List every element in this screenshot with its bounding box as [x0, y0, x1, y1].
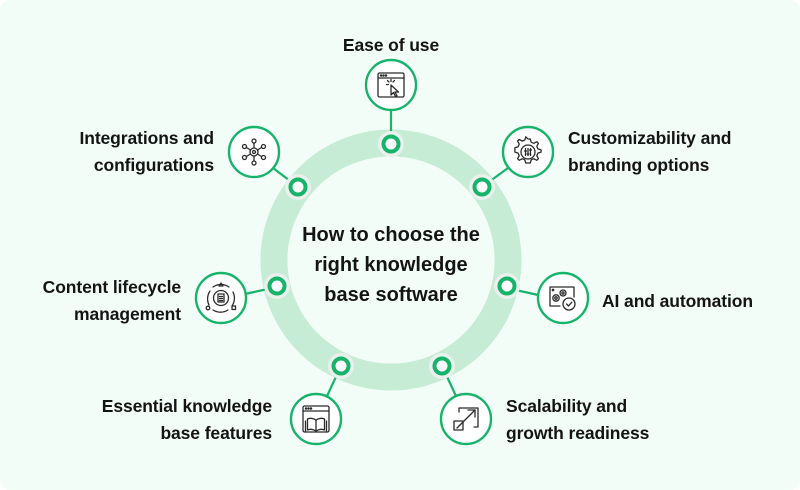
dot-integrations — [285, 174, 311, 200]
gears-check-icon — [549, 286, 576, 311]
dot-custom — [469, 174, 495, 200]
label-integrations: Integrations and configurations — [79, 125, 214, 179]
label-essential-features: Essential knowledge base features — [102, 393, 272, 447]
dot-scale — [429, 353, 455, 379]
title-line: right knowledge — [314, 254, 468, 276]
label-line: Scalability and — [506, 396, 628, 416]
dot-essential — [328, 353, 354, 379]
label-line: Integrations and — [79, 128, 214, 148]
browser-cursor-icon — [377, 72, 405, 98]
badge-essential — [289, 392, 343, 446]
ring-dots — [264, 131, 520, 379]
browser-book-icon — [302, 405, 330, 433]
diagram-title: How to choose the right knowledge base s… — [291, 220, 491, 310]
lifecycle-gear-icon — [205, 282, 237, 313]
dot-ai — [494, 273, 520, 299]
label-line: base features — [160, 423, 272, 443]
label-scalability: Scalability and growth readiness — [506, 393, 649, 447]
expand-arrow-icon — [453, 407, 479, 431]
label-line: Essential knowledge — [101, 396, 272, 416]
label-line: configurations — [93, 155, 214, 175]
title-line: How to choose the — [302, 224, 480, 246]
label-customizability: Customizability and branding options — [568, 125, 732, 179]
label-ai-automation: AI and automation — [602, 288, 753, 315]
label-line: Customizability and — [568, 128, 732, 148]
label-line: branding options — [568, 155, 710, 175]
label-line: AI and automation — [602, 291, 753, 311]
label-content-lifecycle: Content lifecycle management — [43, 274, 181, 328]
title-line: base software — [324, 284, 458, 306]
gear-sliders-icon — [514, 136, 542, 164]
dot-ease — [378, 131, 404, 157]
label-line: Ease of use — [342, 35, 440, 55]
badge-integrations — [227, 125, 281, 179]
network-hub-icon — [241, 138, 267, 166]
label-line: management — [74, 304, 181, 324]
badge-ai — [536, 271, 590, 325]
label-line: Content lifecycle — [42, 277, 181, 297]
inner-disc — [287, 156, 495, 364]
dot-lifecycle — [264, 273, 290, 299]
label-line: growth readiness — [506, 423, 650, 443]
label-ease-of-use: Ease of use — [321, 32, 461, 59]
